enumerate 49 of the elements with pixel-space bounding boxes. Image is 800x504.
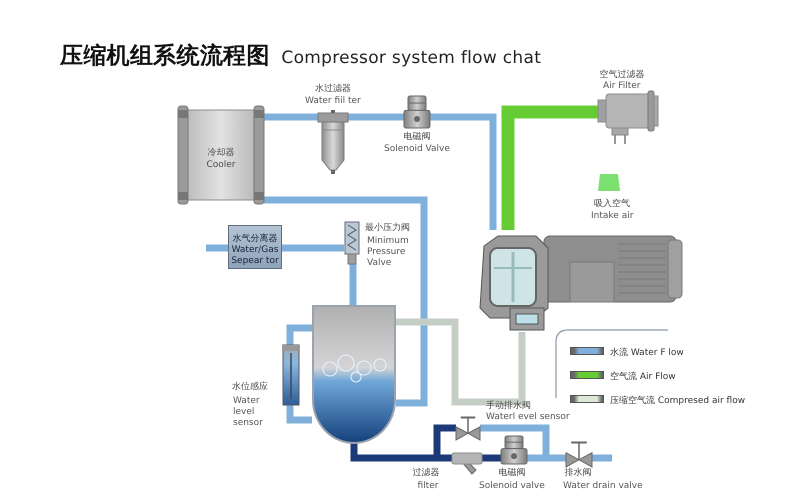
component-label: 最小压力阀 bbox=[365, 223, 410, 234]
node-label: 冷却器 bbox=[206, 148, 236, 159]
valve-drawing bbox=[566, 441, 592, 467]
pipe bbox=[286, 324, 312, 345]
pipe bbox=[348, 114, 404, 120]
component-label: 排水阀 bbox=[564, 468, 592, 479]
component-label: Minimum Pressure Valve bbox=[367, 236, 410, 269]
valve-drawing bbox=[456, 416, 480, 440]
component-label: Intake air bbox=[591, 211, 634, 222]
node-label: 水气分离器 bbox=[232, 234, 278, 245]
component-label: 电磁阀 bbox=[404, 132, 430, 143]
pipe bbox=[592, 454, 612, 462]
pipe bbox=[282, 244, 344, 252]
component-label: 手动排水阀 bbox=[486, 401, 531, 412]
component-label: Waterl evel sensor bbox=[486, 412, 570, 423]
component-label: 空气过滤器 bbox=[600, 70, 644, 81]
water-filter-drawing bbox=[318, 110, 348, 174]
legend-label: 水流 Water F low bbox=[610, 346, 684, 359]
title: 压缩机组系统流程图 Compressor system flow chat bbox=[60, 42, 542, 71]
component-label: 过滤器 bbox=[412, 468, 440, 479]
pipe bbox=[264, 114, 318, 120]
node-label: Water/Gas Sepear tor bbox=[230, 245, 280, 267]
component-label: Solenoid valve bbox=[479, 481, 545, 492]
tank-drawing bbox=[312, 305, 396, 443]
component-label: 水过滤器 bbox=[315, 84, 351, 95]
component-label: 水位感应 bbox=[232, 382, 268, 393]
pipe bbox=[396, 318, 526, 406]
pipe bbox=[286, 405, 312, 424]
pipe bbox=[502, 106, 598, 230]
component-label: filter bbox=[418, 481, 438, 492]
component-label: Solenoid Valve bbox=[384, 144, 450, 155]
pipe bbox=[430, 114, 496, 230]
component-label: Water fiil ter bbox=[305, 96, 361, 107]
legend-label: 压缩空气流 Compresed air flow bbox=[610, 394, 746, 407]
component-label: Water drain valve bbox=[563, 481, 643, 492]
legend-label: 空气流 Air Flow bbox=[610, 370, 676, 383]
component-label: 电磁阀 bbox=[498, 468, 526, 479]
component-label: Water level sensor bbox=[233, 396, 264, 429]
level-sensor-drawing bbox=[282, 345, 300, 405]
pressure-valve-drawing bbox=[344, 222, 360, 264]
component-label: Air Filter bbox=[603, 81, 641, 92]
component-label: 吸入空气 bbox=[594, 199, 630, 210]
pipe bbox=[350, 264, 356, 305]
intake-air-icon bbox=[598, 174, 620, 191]
solenoid-valve-drawing bbox=[404, 96, 430, 128]
pipe bbox=[482, 454, 501, 462]
pipe bbox=[206, 244, 228, 252]
node-label: Cooler bbox=[205, 160, 237, 171]
solenoid-valve-drawing bbox=[501, 436, 527, 464]
